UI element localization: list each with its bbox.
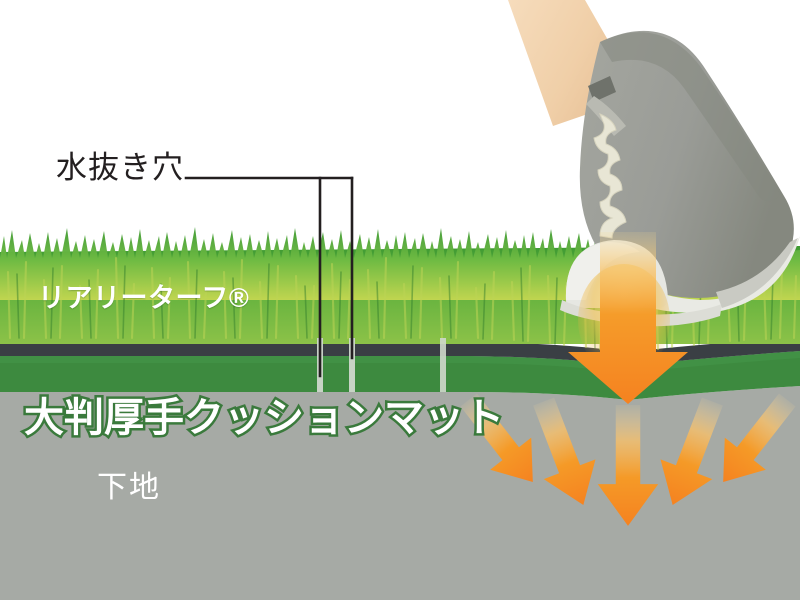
label-cushion-mat: 大判厚手クッションマット <box>22 396 507 441</box>
arrow-dispersion <box>597 404 659 526</box>
label-turf-brand: リアリーターフ® <box>38 283 250 313</box>
arrows-dispersion-group <box>460 393 796 526</box>
callout-leader-line <box>184 176 354 378</box>
boot-laces <box>593 113 627 239</box>
label-base-ground: 下地 <box>97 471 161 504</box>
drain-hole <box>440 338 446 392</box>
drain-hole <box>349 338 355 392</box>
boot-collar <box>588 76 616 102</box>
boot-tongue-edge <box>586 96 626 136</box>
arrow-dispersion <box>660 397 723 505</box>
arrow-dispersion <box>533 397 596 505</box>
layer-base-ground <box>0 386 800 600</box>
boot-outsole-edge <box>716 238 798 308</box>
arrow-dispersion <box>460 393 533 483</box>
boot-shaft <box>579 30 794 298</box>
label-drain-hole: 水抜き穴 <box>56 150 184 185</box>
boot-shaft-shadow <box>600 32 780 202</box>
boot-toe-highlight <box>565 242 640 300</box>
arrow-dispersion <box>723 393 796 483</box>
arrow-main-force <box>568 232 688 404</box>
